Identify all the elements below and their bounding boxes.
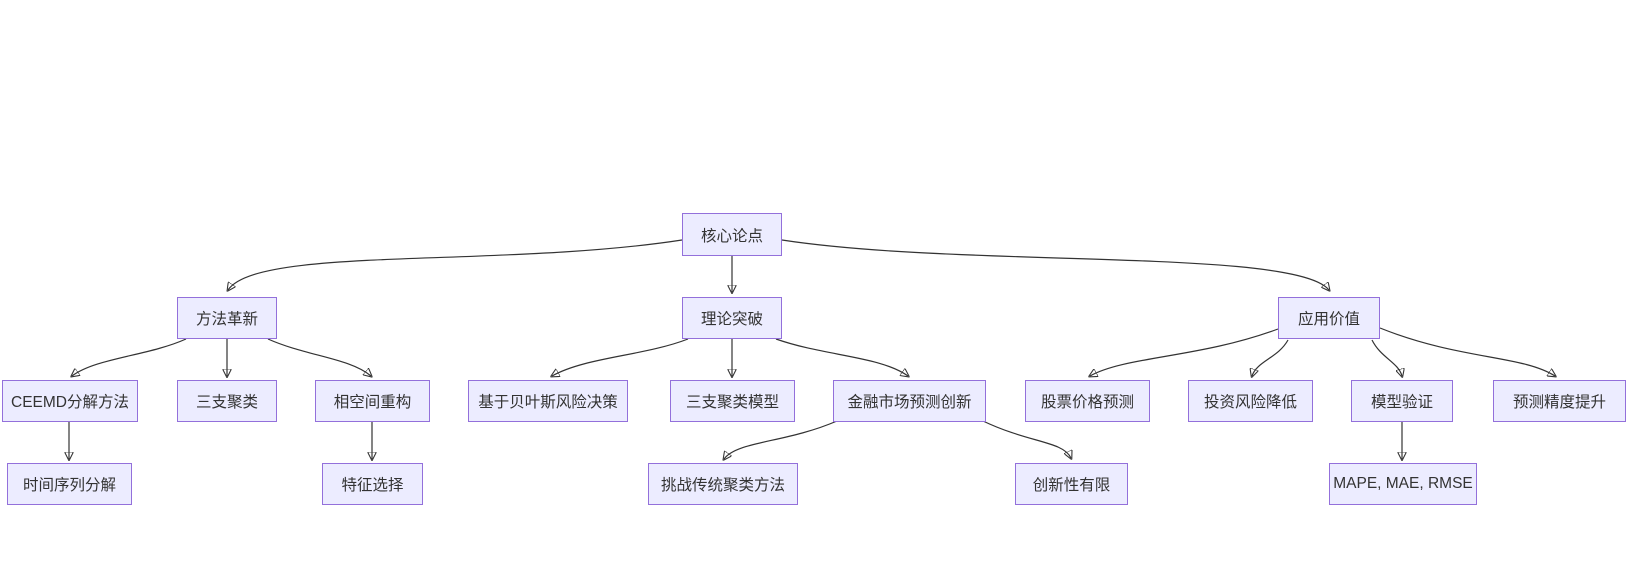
edge-application-risk [1252,339,1289,376]
edge-finance-limited [982,420,1071,458]
node-phase-space-reconstruction: 相空间重构 [315,380,430,422]
edge-theory-bayes [552,338,689,376]
edge-application-validation [1371,339,1402,376]
node-prediction-accuracy-improvement: 预测精度提升 [1493,380,1626,422]
edge-theory-finance [775,338,908,376]
edge-method-ceemd [72,338,187,376]
node-time-series-decomposition: 时间序列分解 [7,463,132,505]
node-core-argument: 核心论点 [682,213,782,256]
node-investment-risk-reduction: 投资风险降低 [1188,380,1313,422]
edge-application-stock [1090,328,1279,376]
node-limited-novelty: 创新性有限 [1015,463,1128,505]
node-three-way-clustering: 三支聚类 [177,380,277,422]
node-challenge-traditional-clustering: 挑战传统聚类方法 [648,463,798,505]
edge-core-method [228,239,683,290]
node-three-way-clustering-model: 三支聚类模型 [670,380,795,422]
node-theory-breakthrough: 理论突破 [682,297,782,339]
node-stock-price-prediction: 股票价格预测 [1025,380,1150,422]
edge-method-phase [267,338,371,376]
edge-core-application [781,239,1329,290]
edge-application-accuracy [1379,327,1555,376]
node-ceemd-decomposition: CEEMD分解方法 [2,380,138,422]
node-feature-selection: 特征选择 [322,463,423,505]
node-bayesian-risk-decision: 基于贝叶斯风险决策 [468,380,628,422]
node-application-value: 应用价值 [1278,297,1380,339]
node-method-innovation: 方法革新 [177,297,277,339]
node-evaluation-metrics: MAPE, MAE, RMSE [1329,463,1477,505]
edge-finance-challenge [724,420,838,459]
node-financial-market-forecast-innovation: 金融市场预测创新 [833,380,986,422]
node-model-validation: 模型验证 [1351,380,1453,422]
